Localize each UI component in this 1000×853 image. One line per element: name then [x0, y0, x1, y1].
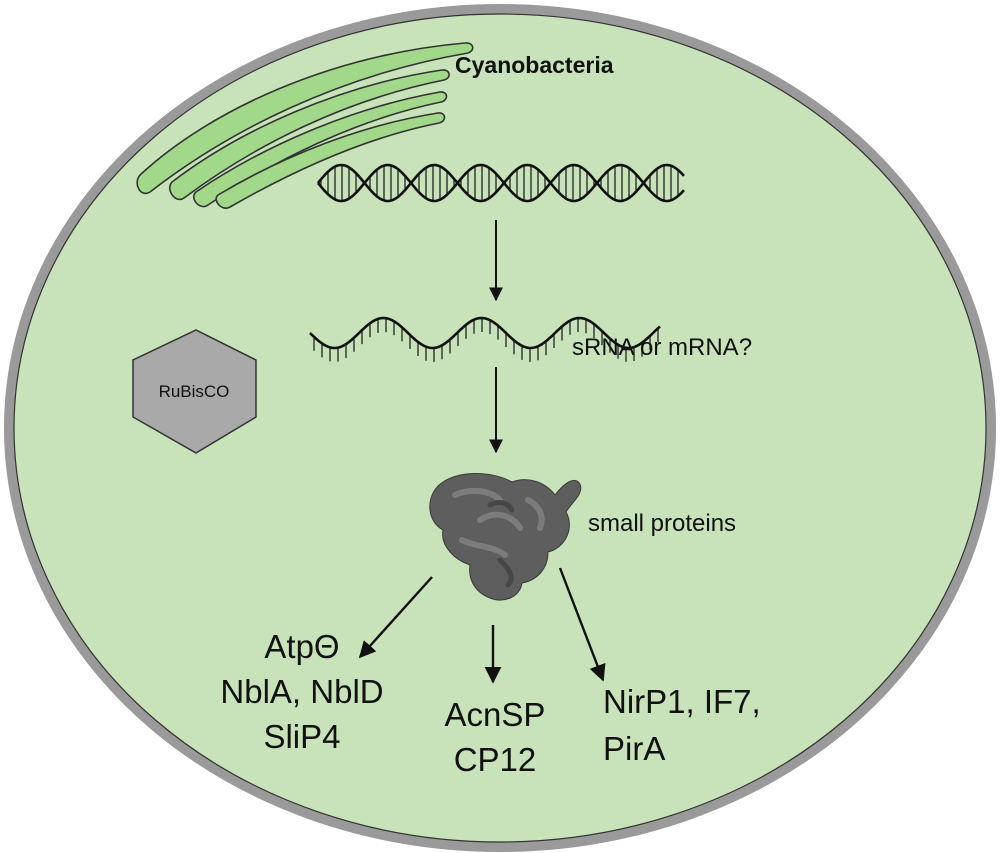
rna-backbone: [309, 316, 661, 350]
label-rubisco: RuBisCO: [159, 382, 230, 401]
group-middle-line-1: AcnSP: [445, 696, 546, 733]
group-right-line-2: PirA: [603, 730, 665, 767]
group-middle-line-2: CP12: [454, 741, 537, 778]
rubisco-hexagon: [132, 329, 257, 454]
group-left-line-1: AtpΘ: [264, 628, 339, 665]
thylakoid-membranes: [136, 42, 474, 209]
dna-strand-b: [317, 163, 685, 203]
rna-strand: [309, 316, 661, 362]
cell-body: [13, 13, 987, 843]
group-left-line-2: NblA, NblD: [220, 673, 383, 710]
group-right-line-1: NirP1, IF7,: [603, 683, 761, 720]
label-rna: sRNA or mRNA?: [572, 334, 752, 361]
dna-strand-a: [317, 163, 685, 203]
arrow-protein-to-left: [358, 576, 433, 659]
label-small-proteins: small proteins: [588, 510, 736, 537]
arrow-protein-to-right: [558, 567, 606, 682]
dna-double-helix: [317, 163, 685, 203]
group-left-line-3: SliP4: [263, 718, 340, 755]
title-cyanobacteria: Cyanobacteria: [455, 52, 614, 78]
small-protein-icon: [429, 473, 582, 601]
